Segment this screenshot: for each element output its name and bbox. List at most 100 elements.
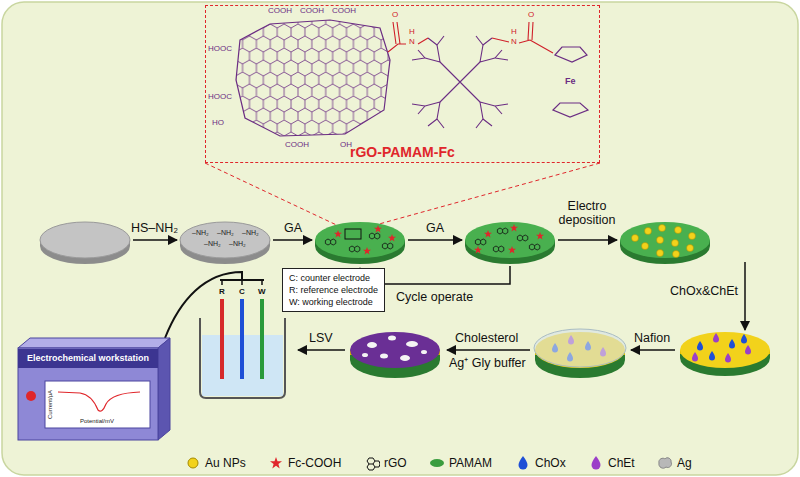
ferrocene [553, 47, 588, 117]
chemical-group: HOOC [208, 44, 232, 53]
workstation-box: Electrochemical workstation [18, 349, 158, 368]
electrolytic-cell [220, 299, 224, 379]
step-label: Cholesterol [455, 331, 518, 345]
enzyme-electrode [729, 339, 735, 349]
step-label: Ag⁺ Gly buffer [449, 356, 526, 370]
atom-label: O [528, 10, 534, 19]
rgo-pamam-electrode [325, 239, 335, 245]
amide-links [388, 22, 428, 52]
chemical-group: COOH [300, 6, 324, 15]
process-arrows [744, 262, 746, 330]
legend-text: Au NPs [205, 456, 246, 470]
amine-group: –NH₂ [242, 229, 259, 237]
enzyme-electrode [680, 332, 770, 376]
chemical-group: COOH [268, 6, 292, 15]
legend-swatch [657, 455, 673, 471]
electrode-letter: C [239, 287, 245, 296]
multilayer-electrode [484, 230, 492, 238]
pamam-dendrimer [412, 36, 508, 128]
legend-swatch [592, 456, 601, 470]
multilayer-electrode [510, 224, 518, 232]
step-label: ChOx&ChEt [670, 284, 738, 298]
gold-nanoparticle-electrode [687, 245, 694, 252]
silver-deposited-electrode [362, 336, 427, 362]
electrochemical-workstation [58, 392, 140, 411]
gold-nanoparticle-electrode [672, 240, 679, 247]
rgo-pamam-electrode [382, 243, 392, 249]
process-arrows [631, 349, 675, 351]
electrochemical-workstation [45, 381, 150, 428]
silver-deposited-electrode [367, 342, 377, 348]
gold-nanoparticle-electrode [620, 222, 710, 264]
atom-label: H [409, 27, 415, 36]
legend-text: ChOx [535, 456, 566, 470]
legend-item: Ag [657, 455, 692, 471]
multilayer-electrode [536, 232, 544, 240]
amino-electrode [180, 222, 270, 264]
step-label: GA [284, 221, 302, 235]
legend-text: PAMAM [449, 456, 492, 470]
electrode-letter: W [258, 287, 266, 296]
gold-nanoparticle-electrode [632, 235, 639, 242]
step-label: Cycle operate [396, 290, 473, 304]
step-label: GA [426, 221, 444, 235]
atom-label: N [409, 37, 415, 46]
pamam-dendrimer [440, 62, 480, 102]
legend-item: Au NPs [185, 455, 246, 471]
device-label: Electrochemical workstation [18, 349, 158, 368]
rgo-pamam-electrode [369, 233, 379, 239]
gold-nanoparticle-electrode [645, 228, 652, 235]
key-text: R: reference electrode [289, 284, 378, 296]
graphene-sheet [236, 20, 390, 136]
electrolytic-cell [260, 299, 264, 379]
pamam-dendrimer [425, 45, 495, 119]
chemical-group: OH [340, 140, 352, 149]
process-arrows [298, 349, 345, 351]
process-arrows [133, 239, 177, 241]
rgo-pamam-electrode [315, 222, 405, 258]
enzyme-electrode [680, 332, 770, 368]
legend-item: rGO [364, 455, 407, 471]
zoom-leader-lines [205, 163, 600, 229]
callout-title: rGO-PAMAM-Fc [350, 144, 455, 160]
multilayer-electrode [474, 246, 482, 254]
enzyme-electrode [745, 345, 751, 355]
gold-nanoparticle-electrode [673, 251, 680, 258]
ferrocene [553, 103, 588, 117]
rgo-pamam-electrode [345, 229, 361, 239]
structure-callout-box: rGO-PAMAM-Fc [205, 5, 600, 163]
multilayer-electrode [475, 239, 485, 245]
gold-nanoparticle-electrode [642, 243, 649, 250]
chemical-group: HO [212, 118, 224, 127]
legend-swatch [185, 455, 201, 471]
rgo-pamam-electrode [334, 230, 342, 238]
rgo-pamam-electrode [388, 234, 396, 242]
legend-swatch [188, 458, 198, 468]
legend-swatch [268, 455, 284, 471]
amide-links [388, 22, 553, 53]
bare-electrode [40, 222, 130, 258]
multilayer-electrode [497, 228, 507, 234]
legend-item: PAMAM [429, 455, 492, 471]
electrochemical-workstation [158, 338, 170, 440]
electrochemical-workstation [18, 338, 170, 440]
gold-nanoparticle-electrode [659, 225, 666, 232]
silver-deposited-electrode [421, 350, 427, 354]
rgo-pamam-electrode [349, 246, 359, 252]
legend-swatch [367, 458, 380, 470]
legend-swatch [659, 458, 672, 468]
multilayer-electrode [508, 246, 516, 254]
legend-swatch [519, 456, 528, 470]
amine-group: –NH₂ [217, 229, 234, 237]
rgo-pamam-electrode [315, 222, 405, 264]
legend-text: Fc-COOH [288, 456, 341, 470]
gold-nanoparticle-electrode [657, 237, 664, 244]
electrochemical-workstation [18, 338, 170, 348]
enzyme-electrode [741, 334, 747, 344]
enzyme-electrode [713, 333, 719, 343]
axis-label: Potential/mV [80, 418, 114, 425]
zoom-leader-lines [205, 163, 600, 229]
amine-group: –NH₂ [204, 240, 221, 248]
key-text: W: working electrode [289, 296, 378, 308]
atom-label: O [392, 10, 398, 19]
